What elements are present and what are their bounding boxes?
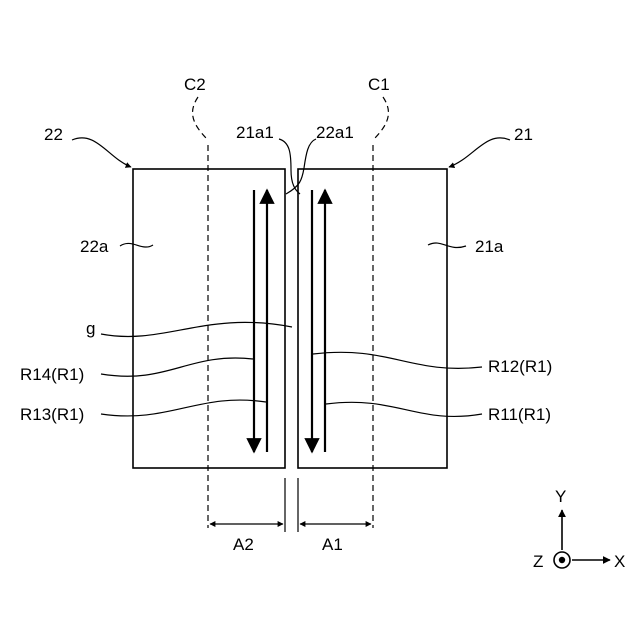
label-c1: C1 [368,75,390,94]
axis-label-y: Y [555,487,566,506]
label-21: 21 [514,125,533,144]
label-22a1: 22a1 [316,123,354,142]
leader-21 [449,138,510,167]
label-21a1: 21a1 [236,123,274,142]
plate-22 [133,169,285,468]
center-leader-c2 [193,97,208,140]
label-22a: 22a [80,237,109,256]
label-c2: C2 [184,75,206,94]
label-r12: R12(R1) [488,357,552,376]
leader-r13 [101,400,266,416]
axis-z-dot [559,557,565,563]
label-a1: A1 [322,535,343,554]
label-a2: A2 [233,535,254,554]
label-21a: 21a [475,237,504,256]
label-22: 22 [44,125,63,144]
leader-r12 [313,352,482,368]
axis-label-z: Z [533,552,543,571]
leader-22 [72,138,131,167]
leader-g [101,322,292,336]
label-g: g [86,319,95,338]
leader-22a [120,243,153,247]
label-r14: R14(R1) [20,365,84,384]
leader-r11 [326,402,482,416]
center-leader-c1 [373,97,388,140]
axis-label-x: X [614,552,625,571]
leader-r14 [101,358,253,376]
label-r13: R13(R1) [20,405,84,424]
label-r11: R11(R1) [488,405,551,424]
